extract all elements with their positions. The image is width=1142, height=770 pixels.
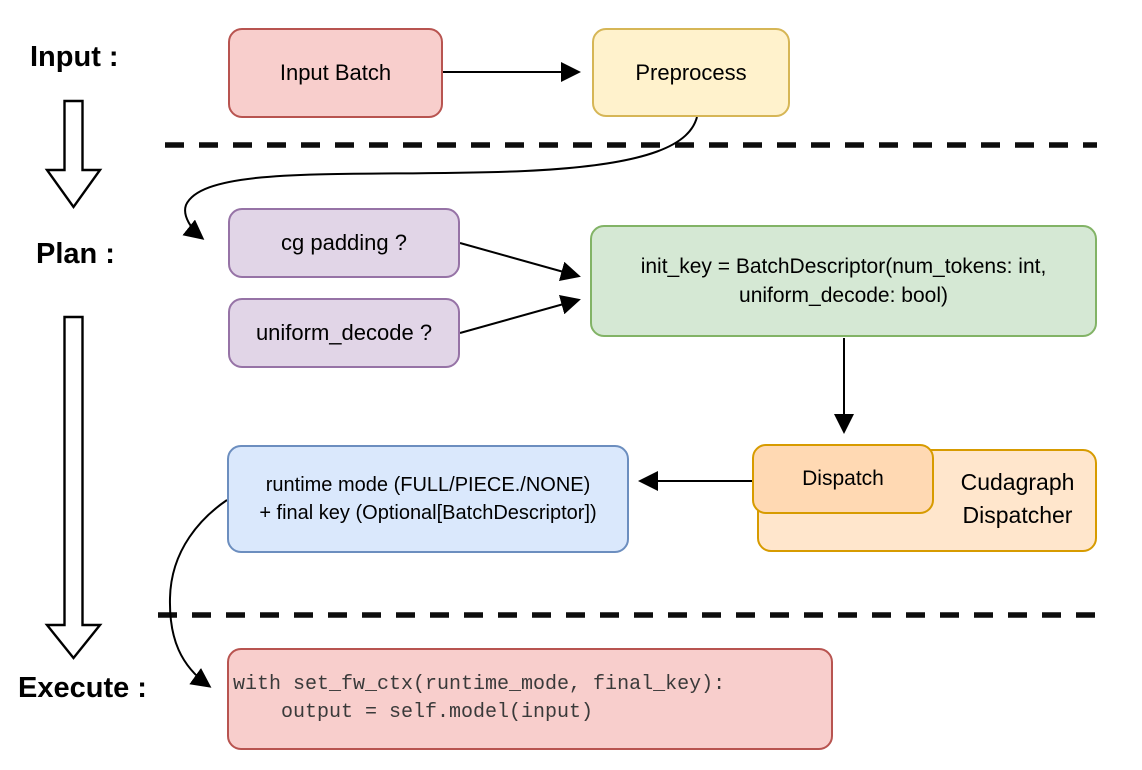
uniform-decode-label: uniform_decode ? [255,320,433,345]
plan-label: Plan : [36,238,115,270]
cudagraph-dispatcher-label: Cudagraph Dispatcher [960,469,1075,529]
execute-code-line1: with set_fw_ctx(runtime_mode, final_key)… [233,673,726,696]
input-batch-box: Input Batch [228,28,443,118]
execute-code-box: with set_fw_ctx(runtime_mode, final_key)… [227,648,833,750]
uniform-decode-box: uniform_decode ? [228,298,460,368]
arrow-uniform-decode-to-init-key [459,294,581,334]
cg-padding-box: cg padding ? [228,208,460,278]
input-batch-label: Input Batch [279,60,392,85]
preprocess-box: Preprocess [592,28,790,117]
dispatch-label: Dispatch [802,467,884,490]
input-label: Input : [30,41,119,73]
runtime-mode-line1: runtime mode (FULL/PIECE./NONE) [265,474,591,496]
runtime-mode-box: runtime mode (FULL/PIECE./NONE) + final … [227,445,629,553]
preprocess-label: Preprocess [635,59,747,85]
init-key-line1: init_key = BatchDescriptor(num_tokens: i… [640,254,1047,278]
cg-padding-label: cg padding ? [281,230,407,255]
execute-code-line2: output = self.model(input) [233,701,594,724]
dispatch-box: Dispatch [752,444,934,514]
arrow-cg-padding-to-init-key [459,242,581,282]
init-key-box: init_key = BatchDescriptor(num_tokens: i… [590,225,1097,337]
arrow-runtime-mode-to-execute-code [168,499,228,688]
init-key-line2: uniform_decode: bool) [739,284,948,307]
input-stage-arrow-icon [44,99,103,210]
runtime-mode-line2: + final key (Optional[BatchDescriptor]) [259,502,597,524]
arrow-preprocess-to-cg-padding [182,116,698,240]
execute-label: Execute : [18,672,147,704]
plan-stage-arrow-icon [44,315,103,660]
